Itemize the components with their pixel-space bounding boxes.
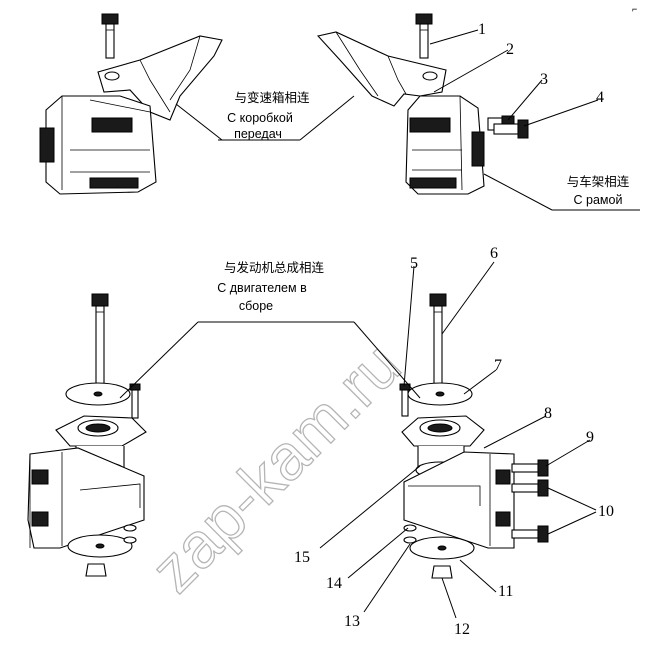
bottom-right-small-nuts — [403, 524, 417, 544]
bottom-left-upper-plate — [55, 415, 147, 447]
top-right-mount-assembly — [316, 13, 529, 195]
captions: 与变速箱相连 С коробкой передач 与车架相连 С рамой … — [217, 90, 629, 313]
callout-3: 3 — [540, 71, 548, 88]
bottom-right-washer — [407, 382, 473, 406]
bottom-right-lower-washer — [409, 536, 475, 560]
bottom-right-support-bracket — [403, 451, 515, 549]
top-left-mount-body — [39, 95, 157, 195]
engine-caption-cn: 与发动机总成相连 — [224, 260, 325, 275]
engine-caption-ru-2: сборе — [239, 299, 273, 313]
top-left-bracket — [97, 35, 223, 121]
bottom-left-mount-assembly — [27, 293, 147, 577]
bottom-left-small-nuts — [123, 524, 137, 544]
bottom-left-lower-washer — [67, 534, 133, 558]
side-bolt-10b — [511, 525, 549, 543]
bottom-left-nut — [85, 563, 107, 577]
bottom-right-mount-assembly — [399, 293, 549, 579]
top-left-bolt — [101, 13, 119, 59]
frame-caption-cn: 与车架相连 — [567, 174, 630, 189]
callout-7: 7 — [494, 357, 502, 374]
callout-13: 13 — [344, 613, 360, 630]
side-bolt-9 — [511, 459, 549, 477]
callout-10: 10 — [598, 503, 614, 520]
callout-11: 11 — [498, 583, 513, 600]
top-left-mount-assembly — [39, 13, 223, 195]
callout-8: 8 — [544, 405, 552, 422]
leader-lines — [119, 29, 640, 619]
gearbox-caption-cn: 与变速箱相连 — [234, 90, 310, 105]
bottom-left-long-bolt — [91, 293, 109, 387]
side-bolt-4 — [493, 119, 529, 139]
callout-2: 2 — [506, 41, 514, 58]
bottom-left-short-bolt — [129, 383, 141, 419]
callout-12: 12 — [454, 621, 470, 638]
bottom-right-long-bolt — [429, 293, 447, 387]
callout-numbers: 1 2 3 4 5 6 7 8 9 10 11 12 13 14 15 — [294, 21, 614, 638]
corner-mark: ⌐ — [632, 4, 637, 14]
frame-caption-ru: С рамой — [574, 193, 623, 207]
callout-6: 6 — [490, 245, 498, 262]
callout-1: 1 — [478, 21, 486, 38]
bottom-right-short-bolt — [399, 383, 411, 417]
callout-4: 4 — [596, 89, 604, 106]
callout-9: 9 — [586, 429, 594, 446]
engine-caption-ru-1: С двигателем в — [217, 281, 307, 295]
gearbox-caption-ru-1: С коробкой — [227, 111, 293, 125]
callout-15: 15 — [294, 549, 310, 566]
gearbox-caption-ru-2: передач — [234, 127, 282, 141]
bottom-right-nut — [431, 565, 453, 579]
top-right-bolt — [415, 13, 433, 59]
top-right-mount-body — [405, 95, 485, 195]
bottom-left-support-bracket — [27, 447, 145, 549]
callout-5: 5 — [410, 255, 418, 272]
callout-14: 14 — [326, 575, 342, 592]
watermark: zap-kam.ru — [137, 329, 414, 606]
bottom-left-washer — [65, 382, 131, 406]
side-bolt-10a — [511, 479, 549, 497]
bottom-right-upper-plate — [401, 415, 485, 447]
